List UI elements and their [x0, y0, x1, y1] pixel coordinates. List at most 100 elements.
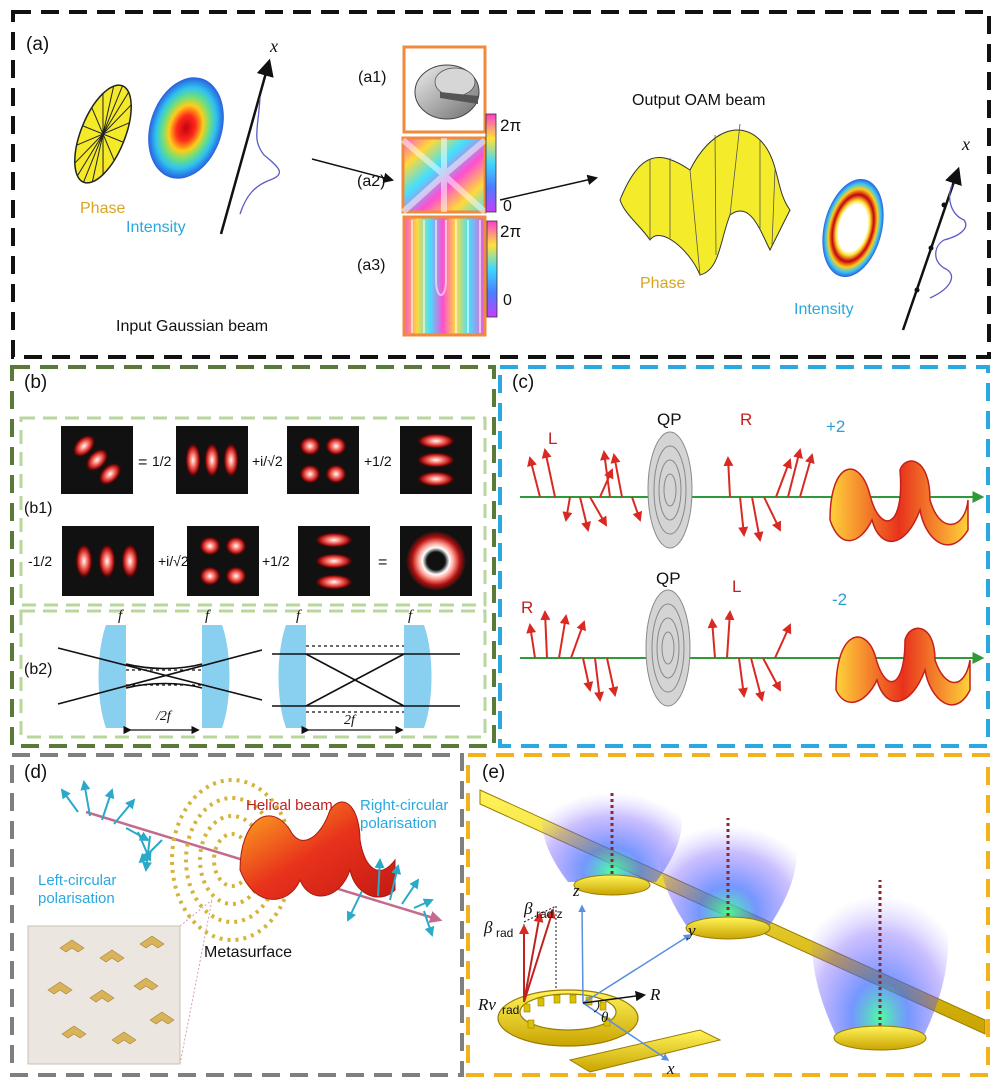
mode-quad-lobes-2: [187, 526, 259, 596]
c-top-helix: [830, 461, 968, 545]
input-gaussian-profile: [240, 98, 279, 214]
c-bottom-in-label: R: [521, 598, 533, 617]
row2-coef-2: +i/√2: [158, 553, 189, 569]
mode-vertical-lobes: [176, 426, 248, 494]
colorbar-a3-top: 2π: [500, 222, 521, 241]
c-top-charge: +2: [826, 417, 845, 436]
mode-quad-lobes: [287, 426, 359, 494]
output-phase-label: Phase: [640, 275, 685, 292]
colorbar-a2: [486, 114, 496, 212]
lens-left-f1: f: [118, 608, 124, 624]
input-intensity-label: Intensity: [126, 219, 186, 236]
output-helical-phase: [620, 124, 790, 275]
panel-e: (e): [468, 755, 988, 1078]
colorbar-a2-top: 2π: [500, 116, 521, 135]
row2-coef-3: +1/2: [262, 553, 290, 569]
svg-text:rad: rad: [496, 926, 513, 940]
optic-a2-vortex-phase: [403, 138, 485, 212]
row1-coef-3: +1/2: [364, 453, 392, 469]
svg-text:β: β: [523, 899, 533, 918]
panel-a-label: (a): [26, 34, 49, 55]
sub-b2-label: (b2): [24, 661, 52, 678]
optic-a1-spiral-plate: [404, 47, 485, 132]
e-beta-rad-z-label: β rad z: [523, 899, 563, 921]
c-top-out-label: R: [740, 410, 752, 429]
svg-text:Rv: Rv: [477, 995, 496, 1014]
c-bottom-quarter-plate: [646, 590, 690, 706]
input-x-axis: [221, 62, 269, 234]
svg-text:rad: rad: [502, 1003, 519, 1017]
input-x-axis-label: x: [269, 36, 278, 56]
row1-coef-1: 1/2: [152, 453, 172, 469]
c-bottom-helix: [836, 628, 970, 705]
c-bottom-right-circular-field: [530, 612, 615, 700]
d-right-pol-1: Right-circular: [360, 797, 448, 814]
e-ring-resonator: [498, 990, 720, 1072]
input-intensity-spot: [136, 67, 237, 188]
c-top-plate-label: QP: [657, 410, 682, 429]
d-left-pol-2: polarisation: [38, 890, 115, 907]
panel-e-label: (e): [482, 762, 505, 783]
row1-coef-2: +i/√2: [252, 453, 283, 469]
svg-text:β: β: [483, 918, 493, 937]
e-emission-cone-3: [812, 860, 949, 1050]
output-x-axis-label: x: [961, 134, 970, 154]
colorbar-a2-bottom: 0: [503, 198, 512, 215]
sub-a2-label: (a2): [357, 173, 385, 190]
mode-horizontal-lobes: [400, 426, 472, 494]
e-emission-cone-2: [659, 800, 796, 939]
optic-to-output-arrow: [500, 178, 596, 200]
panel-c-label: (c): [512, 372, 534, 393]
panel-a: (a) Phase Intensity x Input Gaussian bea…: [13, 12, 989, 357]
colorbar-a3-bottom: 0: [503, 292, 512, 309]
c-bottom-plate-label: QP: [656, 569, 681, 588]
c-bottom-charge: -2: [832, 590, 847, 609]
output-beam-caption: Output OAM beam: [632, 92, 765, 109]
row2-equals: =: [378, 554, 387, 571]
mode-donut-result: [400, 526, 472, 596]
d-right-pol-2: polarisation: [360, 815, 437, 832]
row2-coef-0: -1/2: [28, 553, 52, 569]
svg-text:rad z: rad z: [536, 907, 563, 921]
panel-c: (c) L QP: [500, 367, 988, 746]
panel-b: (b) (b1) (b2) = 1/2 +i/√2 +1/2: [12, 367, 494, 746]
e-z-axis-label: z: [572, 881, 580, 900]
lens-left-distance: /2f: [155, 709, 173, 724]
row1-equals: =: [138, 454, 147, 471]
colorbar-a3: [487, 221, 497, 317]
panel-d-label: (d): [24, 762, 47, 783]
lens-right-distance: 2f: [344, 713, 357, 728]
e-x-axis-label: x: [666, 1059, 675, 1078]
e-r-axis-label: R: [649, 985, 661, 1004]
c-bottom-out-label: L: [732, 577, 741, 596]
d-metasurface-inset: [28, 900, 212, 1064]
c-top-quarter-plate: [648, 432, 692, 548]
input-phase-label: Phase: [80, 200, 125, 217]
mode-diagonal: [61, 426, 133, 494]
c-top-in-label: L: [548, 429, 557, 448]
panel-d: (d) Left-circular polarisation Helical: [12, 755, 462, 1075]
lens-system-right: f f 2f: [272, 608, 460, 730]
input-beam-caption: Input Gaussian beam: [116, 318, 268, 335]
lens-right-f1: f: [296, 608, 302, 624]
d-left-circular-field: [62, 782, 162, 870]
d-left-pol-1: Left-circular: [38, 872, 116, 889]
sub-a1-label: (a1): [358, 69, 386, 86]
c-top-left-circular-field: [530, 450, 640, 530]
input-phase-disk: [63, 78, 143, 191]
d-metasurface-label: Metasurface: [204, 944, 292, 961]
output-intensity-label: Intensity: [794, 301, 854, 318]
panel-b-label: (b): [24, 372, 47, 393]
e-beta-rad-label: β rad: [483, 918, 513, 940]
c-top-right-circular-field: [728, 450, 812, 540]
e-theta-label: θ: [601, 1010, 609, 1026]
d-helical-label: Helical beam: [246, 797, 333, 814]
mode-horizontal-lobes-2: [298, 526, 370, 596]
lens-system-left: f f /2f: [58, 608, 262, 730]
lens-right-f2: f: [408, 608, 414, 624]
sub-b1-label: (b1): [24, 500, 52, 517]
c-bottom-left-circular-field: [712, 612, 790, 700]
sub-a3-label: (a3): [357, 257, 385, 274]
optic-a3-fork-hologram: [404, 217, 485, 335]
